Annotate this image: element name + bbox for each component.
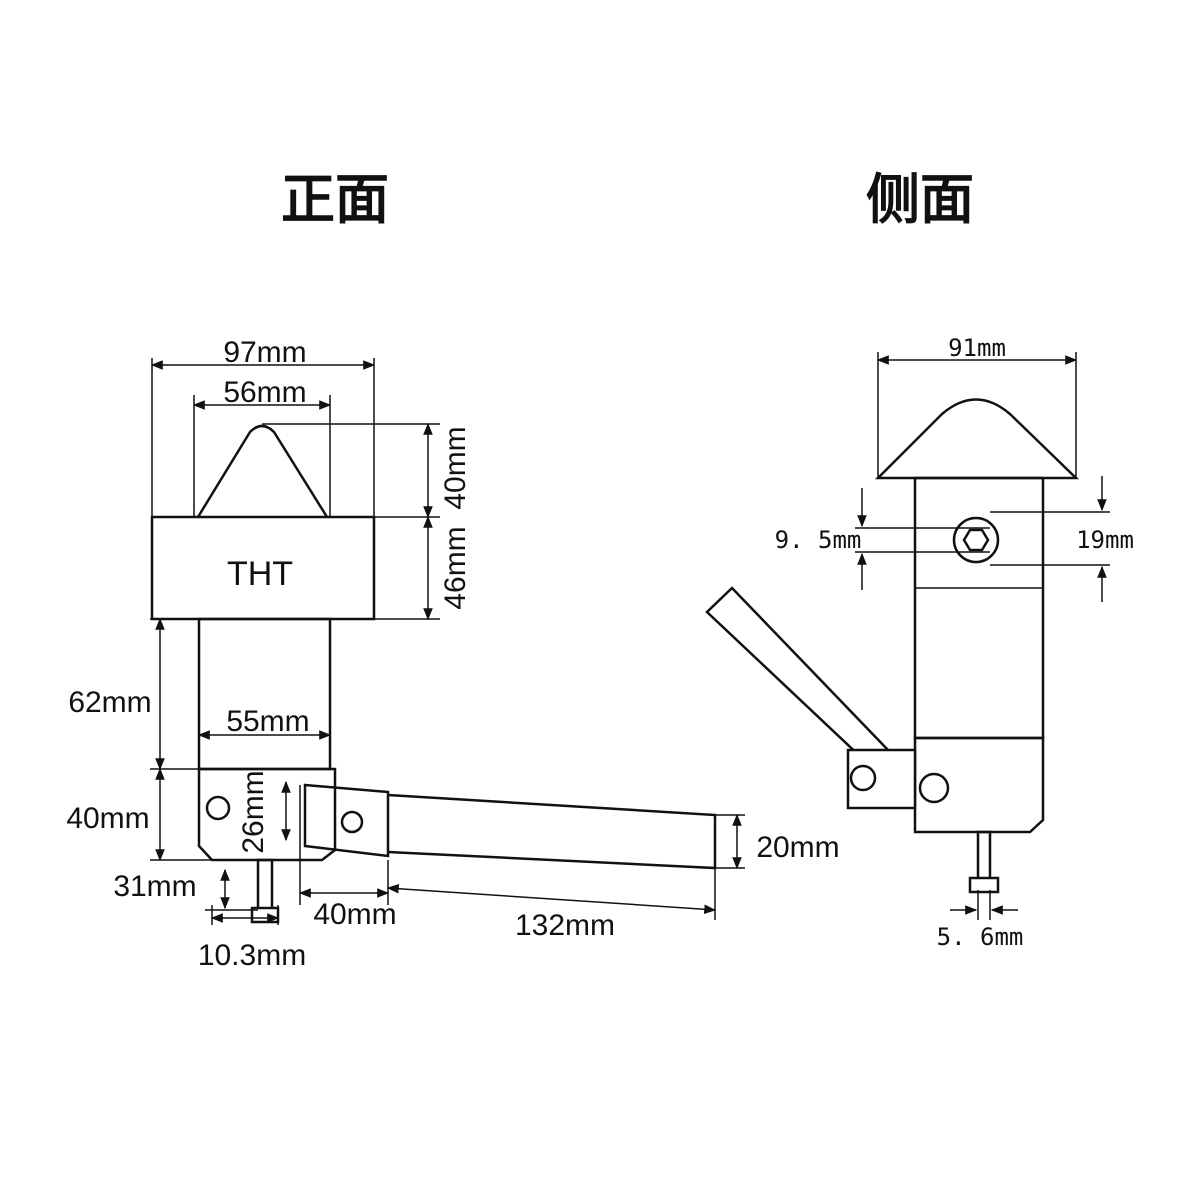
front-dim-height-cone: 40mm <box>439 426 472 509</box>
front-label: THT <box>227 555 293 593</box>
front-arm-block <box>303 783 390 858</box>
side-view-title: 侧面 <box>866 168 974 231</box>
front-dim-hole-height: 26mm <box>237 770 270 853</box>
side-lever-hole <box>849 764 877 792</box>
front-dim-arm-height: 20mm <box>756 831 839 864</box>
front-neck <box>197 617 332 771</box>
front-dim-height-box: 46mm <box>439 526 472 609</box>
side-dome <box>874 398 1080 480</box>
front-dim-arm-first: 40mm <box>313 898 396 931</box>
side-dim-width-top: 91mm <box>948 334 1006 362</box>
front-arm-hole <box>340 810 364 834</box>
side-lever-arm <box>705 586 891 762</box>
front-view: THT <box>66 336 839 972</box>
side-pin <box>976 830 992 882</box>
side-pin-nut <box>968 876 1000 894</box>
front-dim-height-neck: 62mm <box>68 686 151 719</box>
front-view-title: 正面 <box>281 168 389 231</box>
front-pin <box>256 858 274 912</box>
side-view: 91mm 9. 5mm 19mm 5. 6mm <box>705 334 1134 951</box>
front-dim-width-neck: 55mm <box>226 705 309 738</box>
front-arm-bar <box>387 793 717 870</box>
front-dim-arm-second: 132mm <box>515 909 615 942</box>
side-dim-pin-width: 5. 6mm <box>937 923 1024 951</box>
front-dim-pin-width: 10.3mm <box>198 939 306 972</box>
front-dim-width-top: 97mm <box>223 336 306 369</box>
side-base <box>913 736 1045 834</box>
side-dim-hole-small: 9. 5mm <box>775 526 862 554</box>
front-dim-height-base: 40mm <box>66 802 149 835</box>
side-dim-hole-large: 19mm <box>1076 526 1134 554</box>
front-base-hole <box>205 795 231 821</box>
front-base <box>197 767 337 862</box>
front-cone <box>196 424 329 518</box>
side-bolt-washer <box>952 516 1000 564</box>
front-dim-width-cone: 56mm <box>223 376 306 409</box>
side-lever-block <box>846 748 917 810</box>
side-base-hole <box>918 772 950 804</box>
front-dim-pin-length: 31mm <box>113 870 196 903</box>
side-hex-bolt-icon <box>962 528 990 552</box>
